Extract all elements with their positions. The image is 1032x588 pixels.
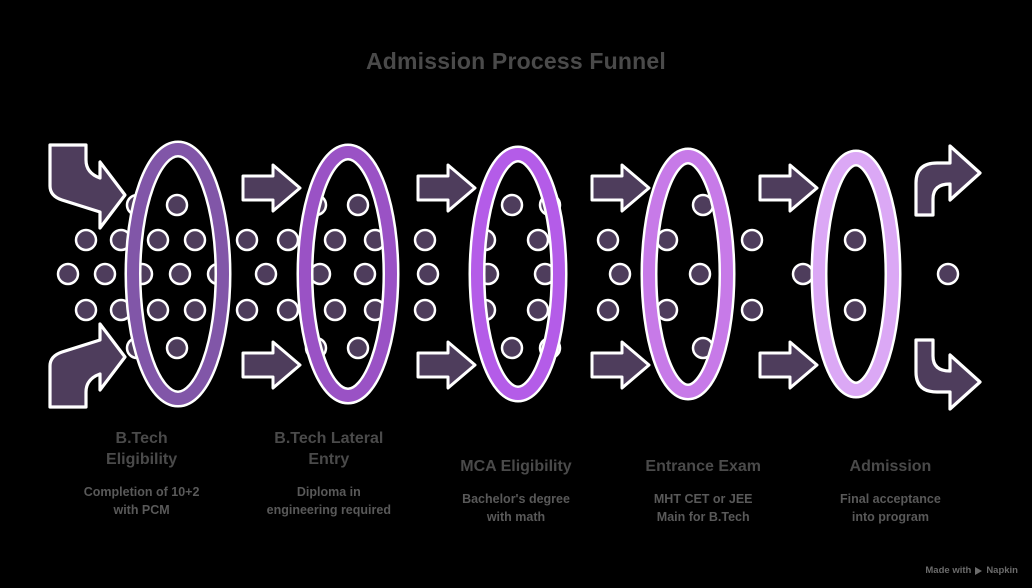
entry-arrow-top	[48, 143, 127, 230]
applicant-dot	[688, 262, 712, 286]
transition-arrows	[241, 163, 819, 390]
watermark-prefix: Made with	[925, 565, 972, 576]
transition-arrow-1-bottom	[241, 340, 302, 390]
stage-description: Bachelor's degree with math	[462, 492, 570, 525]
funnel-ring-1	[124, 140, 232, 408]
applicant-dot	[740, 228, 764, 252]
applicant-dot	[168, 262, 192, 286]
applicant-dot	[500, 193, 524, 217]
transition-arrow-1-top	[241, 163, 302, 213]
applicant-dot	[353, 262, 377, 286]
applicant-dot	[791, 262, 815, 286]
stage-description: MHT CET or JEE Main for B.Tech	[653, 492, 753, 525]
stage-title: B.Tech Lateral Entry	[274, 430, 384, 469]
stage-label-entrance-exam: Entrance Exam MHT CET or JEE Main for B.…	[610, 428, 797, 526]
stage-description: Diploma in engineering required	[266, 485, 391, 518]
funnel-rings	[124, 140, 902, 408]
applicant-dot	[74, 228, 98, 252]
applicant-dot	[526, 228, 550, 252]
applicant-dot	[740, 298, 764, 322]
applicant-dot	[93, 262, 117, 286]
applicant-dot	[56, 262, 80, 286]
transition-arrow-2-bottom	[416, 340, 477, 390]
applicant-dot	[183, 298, 207, 322]
applicant-dot	[276, 298, 300, 322]
applicant-dot	[235, 228, 259, 252]
applicant-dot	[413, 298, 437, 322]
applicant-dot	[500, 336, 524, 360]
applicant-dot	[655, 228, 679, 252]
stage-label-btech-eligibility: B.Tech Eligibility Completion of 10+2 wi…	[48, 428, 235, 526]
applicant-dot	[323, 228, 347, 252]
exit-arrow-top	[914, 144, 982, 217]
applicant-dot	[526, 298, 550, 322]
applicant-dot	[346, 193, 370, 217]
watermark-brand: Napkin	[986, 565, 1018, 576]
funnel-ring-5	[810, 149, 902, 399]
stage-title: Admission	[849, 458, 932, 475]
applicant-dot	[183, 228, 207, 252]
applicant-dot	[235, 298, 259, 322]
transition-arrow-3-bottom	[590, 340, 651, 390]
applicant-dot	[843, 298, 867, 322]
funnel-ring-2	[296, 143, 400, 405]
applicant-dot	[596, 228, 620, 252]
stage-description: Final acceptance into program	[840, 492, 941, 525]
entry-arrows	[48, 143, 127, 409]
transition-arrow-3-top	[590, 163, 651, 213]
applicant-dot	[416, 262, 440, 286]
stage-label-mca-eligibility: MCA Eligibility Bachelor's degree with m…	[422, 428, 609, 526]
stage-label-btech-lateral-entry: B.Tech Lateral Entry Diploma in engineer…	[235, 428, 422, 526]
transition-arrow-4-bottom	[758, 340, 819, 390]
applicant-dot	[323, 298, 347, 322]
stage-labels: B.Tech Eligibility Completion of 10+2 wi…	[48, 428, 984, 526]
napkin-watermark: Made with Napkin	[925, 565, 1018, 576]
stage-description: Completion of 10+2 with PCM	[83, 485, 200, 518]
transition-arrow-4-top	[758, 163, 819, 213]
applicant-dot	[276, 228, 300, 252]
stage-title: B.Tech Eligibility	[106, 430, 178, 469]
applicant-dot	[843, 228, 867, 252]
napkin-logo-icon	[975, 566, 983, 575]
applicant-dot	[596, 298, 620, 322]
applicant-dot	[146, 228, 170, 252]
applicant-dot	[165, 193, 189, 217]
funnel-ring-4	[640, 147, 736, 401]
stage-title: Entrance Exam	[645, 458, 762, 475]
applicant-dot	[254, 262, 278, 286]
stage-title: MCA Eligibility	[460, 458, 572, 475]
applicant-dot	[346, 336, 370, 360]
applicant-dot	[936, 262, 960, 286]
applicant-dot	[608, 262, 632, 286]
exit-arrow-bottom	[914, 338, 982, 411]
applicant-dot	[413, 228, 437, 252]
exit-arrows	[914, 144, 982, 411]
applicant-dot	[74, 298, 98, 322]
funnel-ring-3	[468, 145, 568, 403]
transition-arrow-2-top	[416, 163, 477, 213]
applicant-dot	[165, 336, 189, 360]
stage-label-admission: Admission Final acceptance into program	[797, 428, 984, 526]
page-title: Admission Process Funnel	[365, 48, 667, 74]
entry-arrow-bottom	[48, 322, 127, 409]
applicant-dot	[146, 298, 170, 322]
